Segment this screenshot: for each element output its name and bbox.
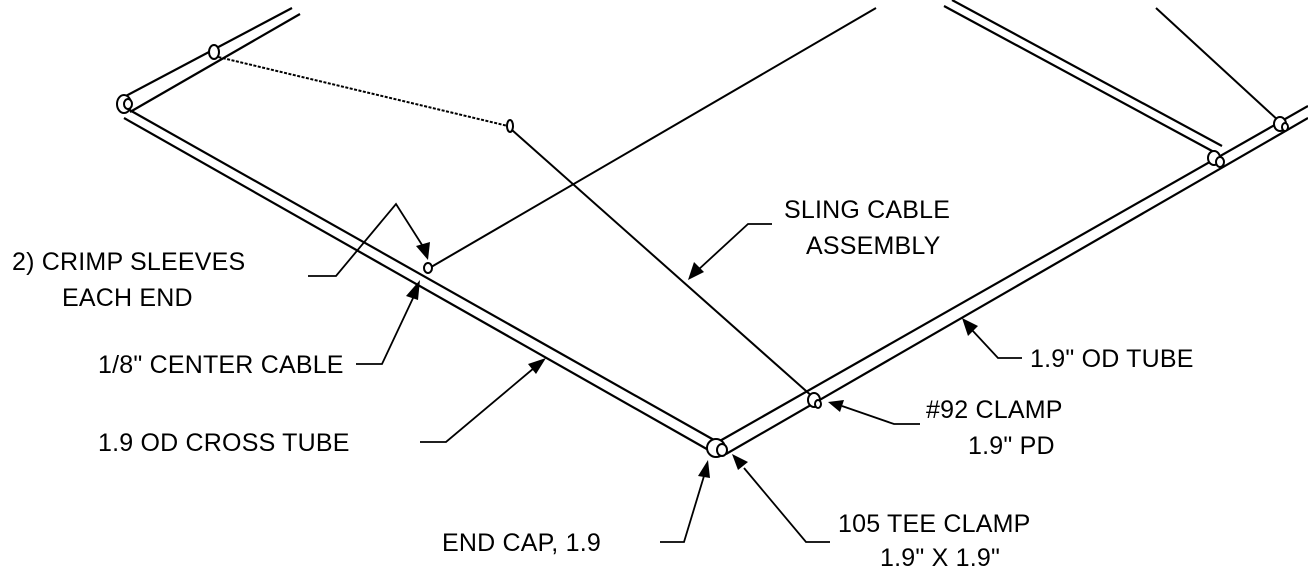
label-sling-cable-2: ASSEMBLY bbox=[806, 232, 941, 260]
label-od-tube: 1.9" OD TUBE bbox=[1030, 345, 1194, 373]
end-cap-leader bbox=[660, 460, 710, 543]
upper-left-tube bbox=[121, 7, 301, 113]
cross-tube bbox=[123, 107, 715, 453]
label-clamp92-1: #92 CLAMP bbox=[926, 396, 1063, 424]
tee-clamp bbox=[706, 438, 728, 458]
sling-eye bbox=[506, 119, 514, 133]
upper-right-cable bbox=[1155, 7, 1281, 123]
label-sling-cable-1: SLING CABLE bbox=[784, 196, 950, 224]
label-tee-clamp-1: 105 TEE CLAMP bbox=[838, 510, 1031, 538]
label-center-cable: 1/8" CENTER CABLE bbox=[98, 351, 344, 379]
clamp-right-2 bbox=[1273, 116, 1289, 132]
crimp-sleeve bbox=[423, 262, 433, 274]
label-clamp92-2: 1.9" PD bbox=[968, 432, 1055, 460]
cross-tube-leader bbox=[420, 358, 546, 443]
clamp-upper-left bbox=[208, 44, 220, 60]
label-cross-tube: 1.9 OD CROSS TUBE bbox=[98, 429, 350, 457]
tee-clamp-leader bbox=[732, 454, 830, 543]
center-cable-leader bbox=[356, 280, 420, 365]
clamp-92 bbox=[807, 392, 822, 409]
label-crimp-sleeves-1: 2) CRIMP SLEEVES bbox=[12, 248, 245, 276]
label-end-cap: END CAP, 1.9 bbox=[442, 529, 601, 557]
od-tube-leader bbox=[962, 318, 1022, 359]
clamp-right-1 bbox=[1207, 150, 1225, 168]
end-cap-left bbox=[116, 94, 133, 114]
label-tee-clamp-2: 1.9" X 1.9" bbox=[880, 544, 1000, 572]
crimp-sleeves-leader bbox=[308, 202, 430, 277]
center-cable bbox=[425, 7, 877, 271]
clamp92-leader bbox=[828, 400, 920, 425]
upper-right-tube bbox=[943, 0, 1223, 153]
sling-cable-leader bbox=[688, 223, 772, 280]
sling-cable-lower bbox=[511, 129, 815, 399]
sling-cable-upper bbox=[213, 55, 509, 127]
label-crimp-sleeves-2: EACH END bbox=[62, 284, 193, 312]
